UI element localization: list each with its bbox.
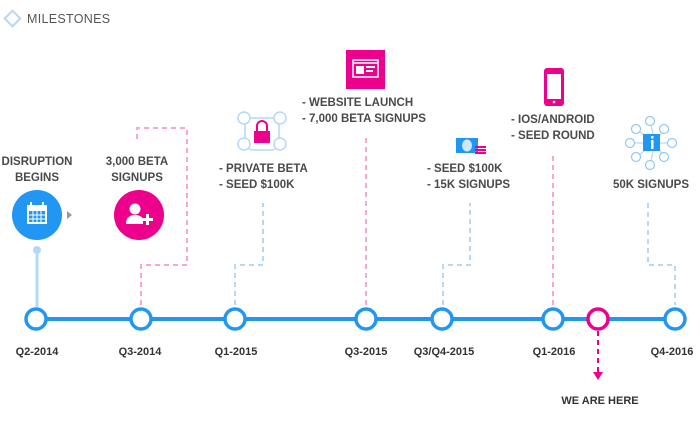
milestone-label-q4-2016: 50K SIGNUPS xyxy=(612,179,690,191)
node-q3-2015[interactable] xyxy=(354,307,378,331)
quarter-label: Q3-2015 xyxy=(344,346,388,358)
phone-icon xyxy=(544,68,564,106)
connector-q3q4-2015 xyxy=(442,203,471,305)
connector-q4-2016 xyxy=(647,203,676,305)
node-q3q4-2015[interactable] xyxy=(430,307,454,331)
money-icon xyxy=(456,138,486,154)
quarter-label: Q1-2016 xyxy=(532,346,576,358)
milestone-label-q1-2016: - IOS/ANDROID- SEED ROUND xyxy=(511,114,595,142)
arrow-down-icon xyxy=(593,372,603,380)
quarter-label: Q2-2014 xyxy=(15,346,59,358)
quarter-label: Q1-2015 xyxy=(214,346,258,358)
node-q4-2016[interactable] xyxy=(663,307,687,331)
calendar-icon xyxy=(12,190,62,240)
quarter-label: Q3-2014 xyxy=(118,346,162,358)
add-user-icon xyxy=(114,190,164,240)
we-are-here-label: WE ARE HERE xyxy=(561,395,639,407)
connector-q3-2014 xyxy=(136,127,188,305)
node-q1-2016[interactable] xyxy=(541,307,565,331)
milestone-label-q3q4-2015: - SEED $100K- 15K SIGNUPS xyxy=(427,163,511,191)
milestone-label-q3-2015: - WEBSITE LAUNCH- 7,000 BETA SIGNUPS xyxy=(302,97,426,125)
social-network-icon xyxy=(624,115,678,171)
lock-network-icon xyxy=(237,111,287,151)
quarter-label: Q3/Q4-2015 xyxy=(413,346,475,358)
diamond-icon xyxy=(3,9,22,28)
node-q2-2014[interactable] xyxy=(24,307,48,331)
page-title: MILESTONES xyxy=(27,12,111,26)
quarter-label: Q4-2016 xyxy=(650,346,694,358)
milestone-label-q1-2015: - PRIVATE BETA- SEED $100K xyxy=(219,163,308,191)
website-icon xyxy=(346,50,385,89)
node-q3-2014[interactable] xyxy=(129,307,153,331)
triangle-right-icon xyxy=(67,211,72,219)
node-current[interactable] xyxy=(586,307,610,331)
connector-q1-2015 xyxy=(234,203,264,305)
node-q1-2015[interactable] xyxy=(223,307,247,331)
